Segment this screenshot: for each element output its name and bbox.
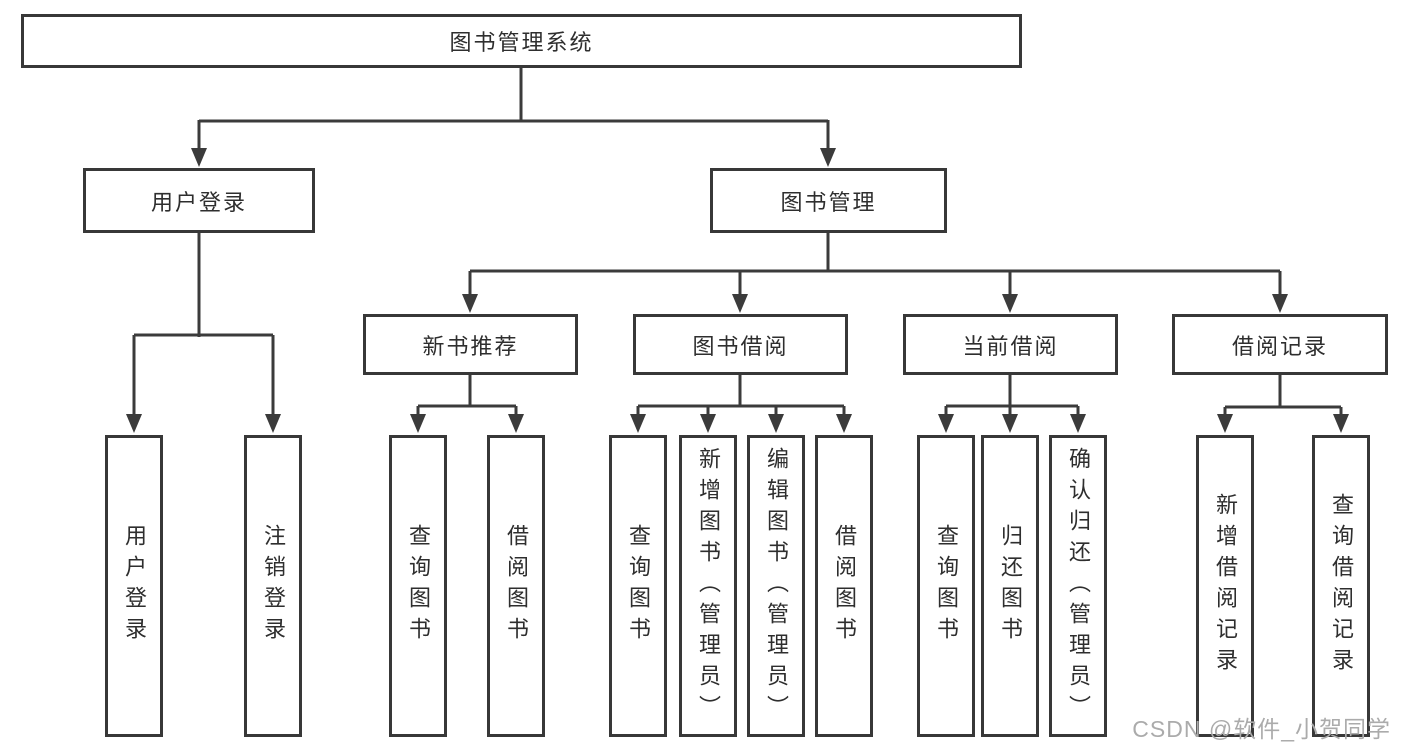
- leaf-label: 编辑图书（管理员）: [764, 446, 789, 726]
- leaf-query-books-borrow: 查询图书: [609, 435, 667, 737]
- node-label: 当前借阅: [962, 333, 1059, 359]
- node-label: 新书推荐: [422, 333, 519, 359]
- node-book-borrow: 图书借阅: [633, 314, 848, 375]
- leaf-query-borrow-record: 查询借阅记录: [1312, 435, 1370, 737]
- leaf-logout: 注销登录: [244, 435, 302, 737]
- node-book-management: 图书管理: [710, 168, 947, 233]
- leaf-label: 确认归还（管理员）: [1066, 446, 1091, 726]
- node-label: 图书管理系统: [449, 30, 594, 55]
- leaf-query-books-current: 查询图书: [917, 435, 975, 737]
- leaf-label: 归还图书: [998, 524, 1023, 648]
- leaf-label: 新增借阅记录: [1213, 493, 1238, 679]
- leaf-label: 查询借阅记录: [1329, 493, 1354, 679]
- node-borrow-records: 借阅记录: [1172, 314, 1388, 375]
- leaf-label: 查询图书: [934, 524, 959, 648]
- leaf-add-books-admin: 新增图书（管理员）: [679, 435, 737, 737]
- node-current-borrow: 当前借阅: [903, 314, 1118, 375]
- leaf-edit-books-admin: 编辑图书（管理员）: [747, 435, 805, 737]
- leaf-label: 借阅图书: [832, 524, 857, 648]
- node-root-system: 图书管理系统: [21, 14, 1022, 68]
- leaf-label: 新增图书（管理员）: [696, 446, 721, 726]
- leaf-label: 查询图书: [406, 524, 431, 648]
- node-label: 图书借阅: [692, 333, 789, 359]
- leaf-return-books: 归还图书: [981, 435, 1039, 737]
- node-label: 用户登录: [150, 189, 247, 215]
- leaf-label: 借阅图书: [504, 524, 529, 648]
- node-label: 借阅记录: [1231, 333, 1328, 359]
- arrowheads: [126, 148, 1349, 433]
- leaf-query-books-recommend: 查询图书: [389, 435, 447, 737]
- leaf-label: 查询图书: [626, 524, 651, 648]
- leaf-confirm-return-admin: 确认归还（管理员）: [1049, 435, 1107, 737]
- node-new-book-recommend: 新书推荐: [363, 314, 578, 375]
- leaf-label: 用户登录: [122, 524, 147, 648]
- leaf-user-login: 用户登录: [105, 435, 163, 737]
- leaf-label: 注销登录: [261, 524, 286, 648]
- csdn-watermark: CSDN @软件_小贺同学: [1132, 716, 1391, 742]
- node-label: 图书管理: [780, 189, 877, 215]
- leaf-borrow-books: 借阅图书: [815, 435, 873, 737]
- node-user-login: 用户登录: [83, 168, 315, 233]
- leaf-add-borrow-record: 新增借阅记录: [1196, 435, 1254, 737]
- leaf-borrow-books-recommend: 借阅图书: [487, 435, 545, 737]
